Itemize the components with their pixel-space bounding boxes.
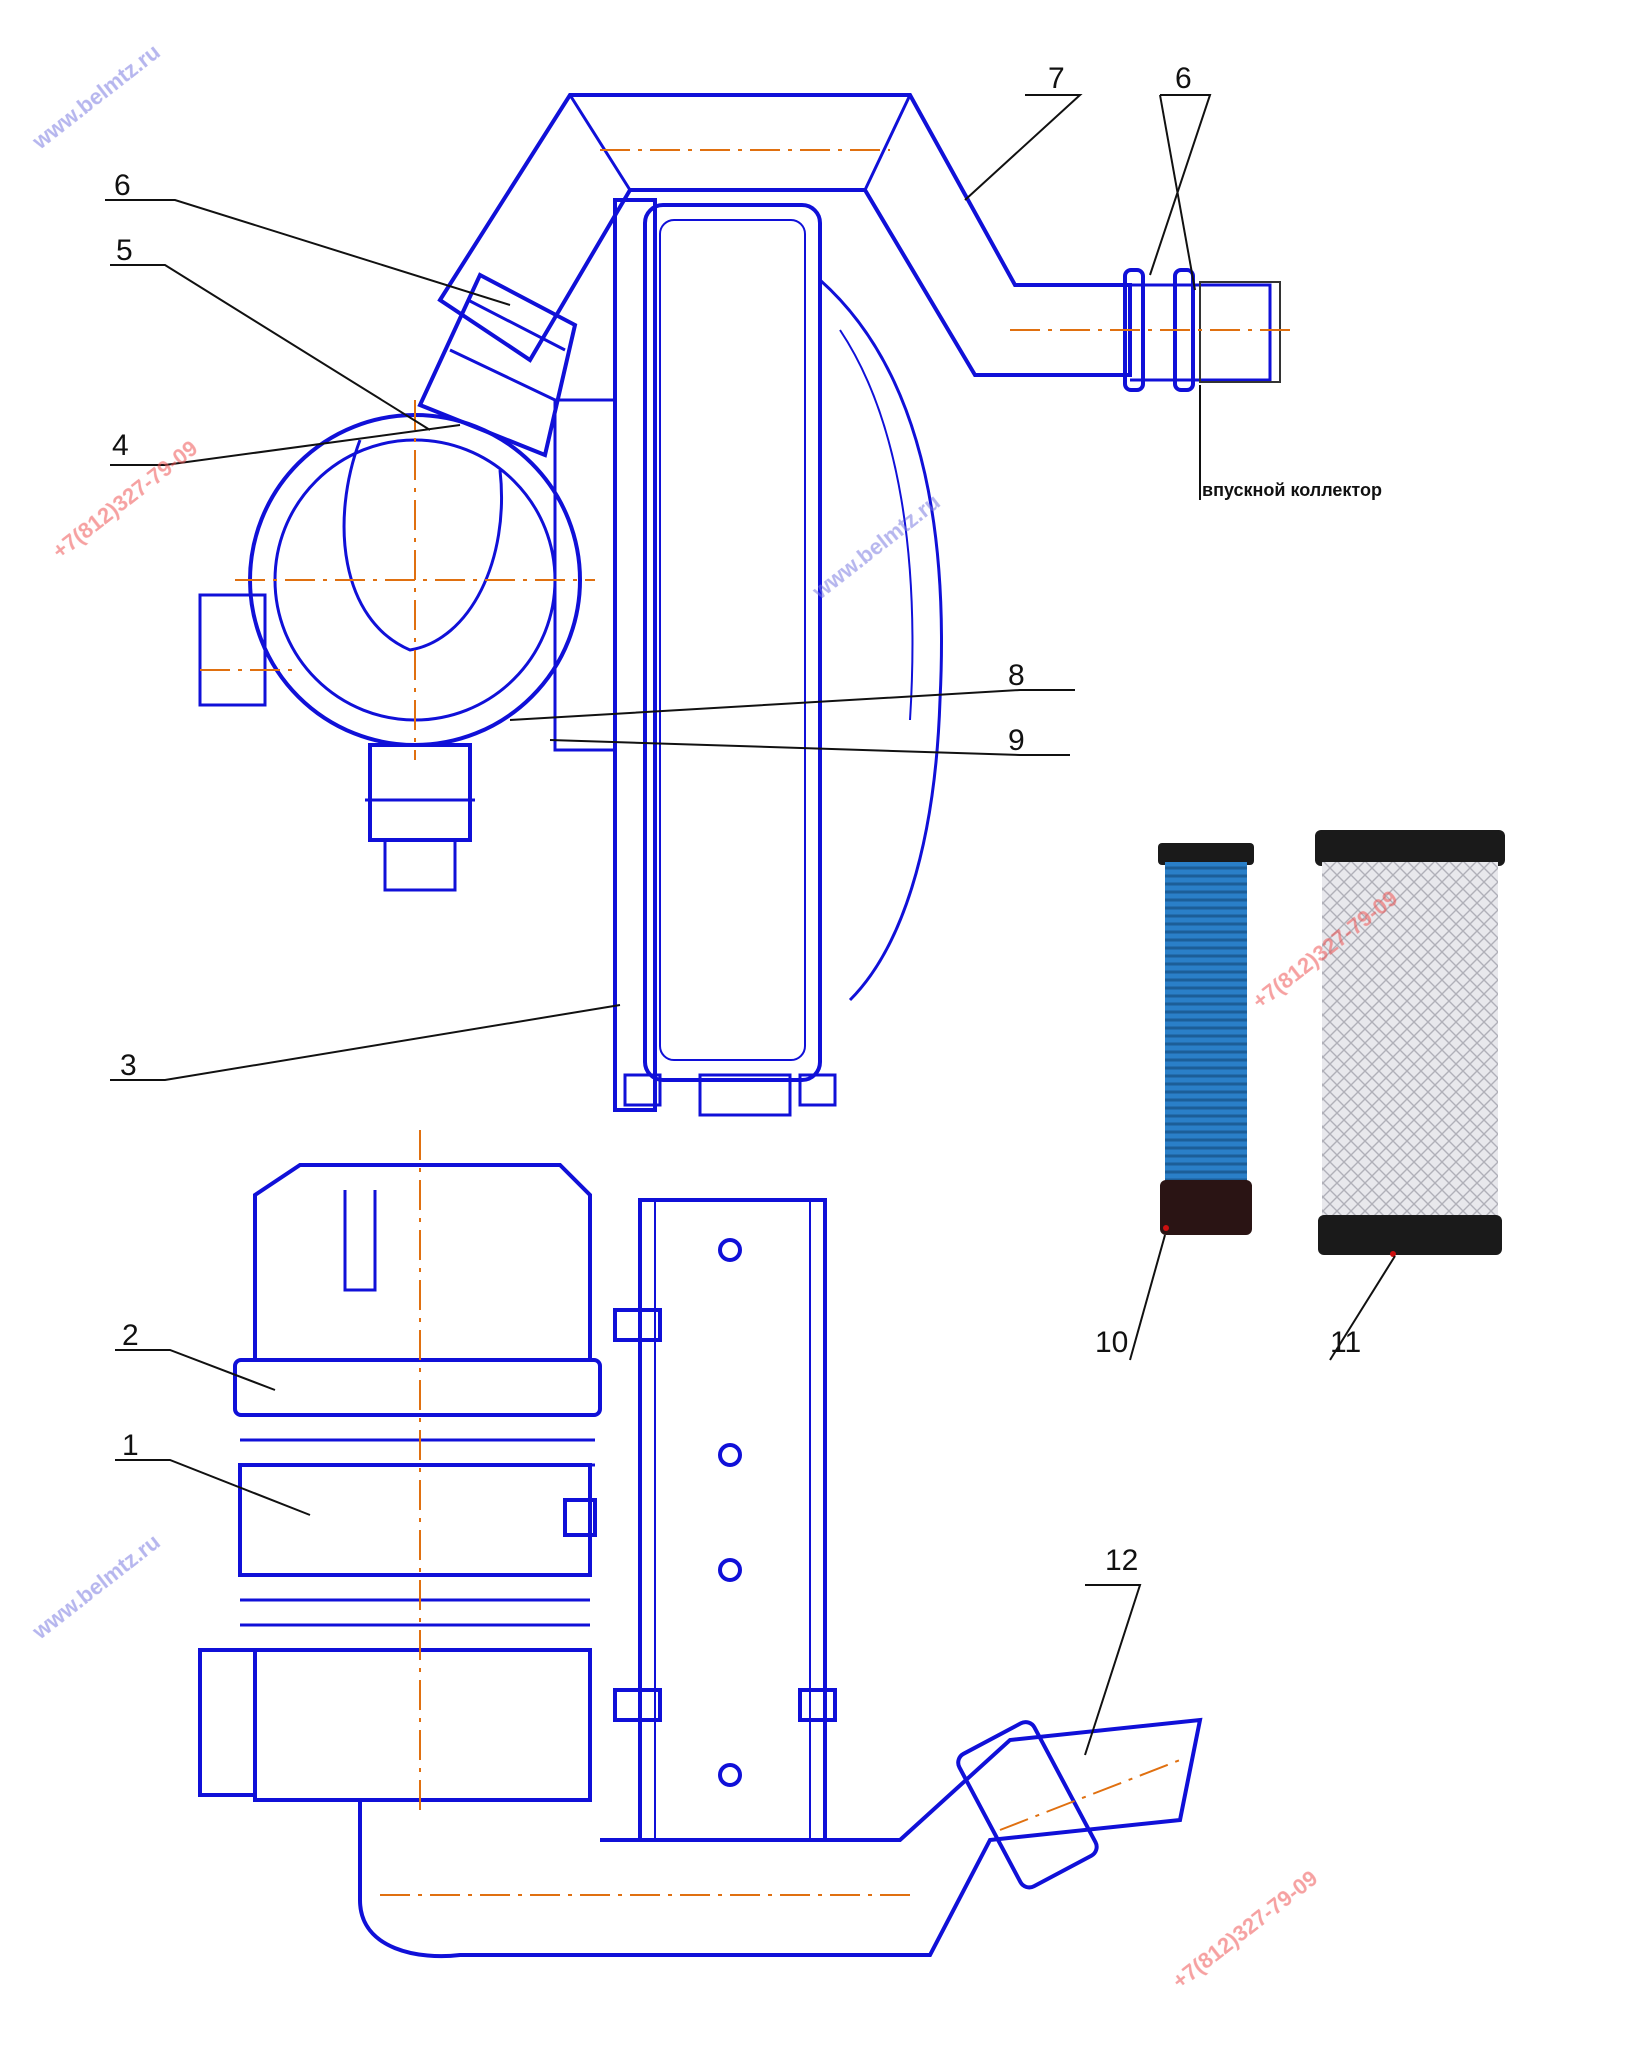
callout-8: 8 — [1008, 659, 1025, 692]
clamp-band — [233, 1358, 602, 1417]
watermark-site: www.belmtz.ru — [27, 39, 165, 154]
centerlines — [200, 149, 1290, 1896]
radiator-core — [643, 203, 822, 1082]
cover-top — [253, 1163, 592, 1362]
clamp-lower — [956, 1720, 1099, 1890]
top-view — [198, 93, 1281, 1117]
callout-3: 3 — [120, 1049, 137, 1082]
elbow-coupling — [417, 272, 578, 458]
dust-valve — [368, 743, 472, 842]
callout-labels: 1 2 3 4 5 6 6 7 8 9 10 11 12 впускной ко… — [112, 62, 1382, 1577]
watermark-site: www.belmtz.ru — [807, 489, 945, 604]
mounting-bracket — [553, 398, 617, 752]
watermark-site: www.belmtz.ru — [27, 1529, 165, 1644]
radiator-frame — [613, 198, 657, 1112]
callout-6-right: 6 — [1175, 62, 1192, 95]
intake-pipe — [437, 93, 1132, 377]
callout-10: 10 — [1095, 1326, 1128, 1359]
housing-body — [238, 1463, 592, 1577]
side-view — [198, 1163, 1203, 1959]
callout-11: 11 — [1330, 1326, 1361, 1359]
callout-9: 9 — [1008, 724, 1025, 757]
main-filter-element — [1315, 830, 1505, 1257]
leader-lines — [105, 94, 1396, 1756]
outlet-elbow — [358, 1800, 600, 1959]
callout-2: 2 — [122, 1319, 139, 1352]
watermark-phone: +7(812)327-79-09 — [1168, 1865, 1323, 1994]
callout-1: 1 — [122, 1429, 139, 1462]
intake-manifold-label: впускной коллектор — [1202, 480, 1382, 500]
callout-12: 12 — [1105, 1544, 1138, 1577]
callout-4: 4 — [112, 429, 129, 462]
callout-5: 5 — [116, 234, 133, 267]
safety-filter-element — [1158, 843, 1254, 1235]
mounting-plate — [638, 1198, 827, 1842]
intake-manifold-stub — [1199, 281, 1281, 383]
callout-7: 7 — [1048, 62, 1065, 95]
callout-6-left: 6 — [114, 169, 131, 202]
